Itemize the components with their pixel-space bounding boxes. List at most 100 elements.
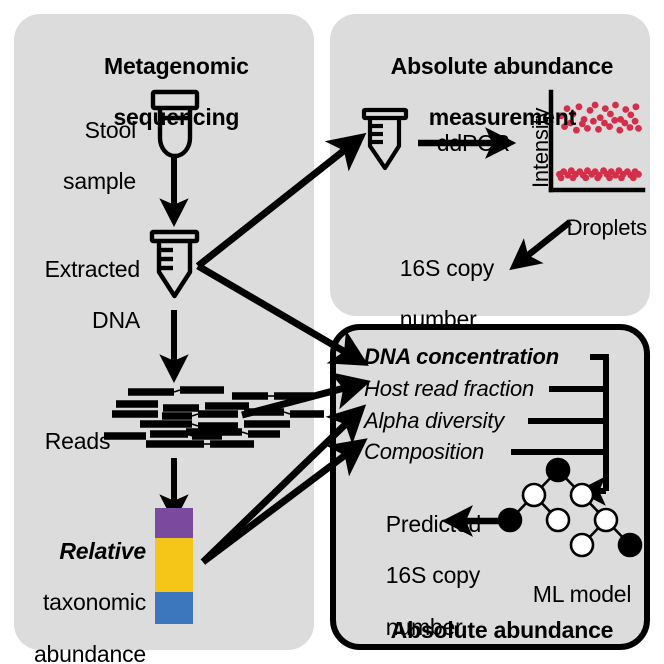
stool-sample-line2: sample [63,168,136,195]
droplet-point [563,105,571,112]
droplet-point [611,116,619,124]
droplet-point [557,174,565,182]
sequencing-reads-icon [104,386,324,448]
predicted-line1: Predicted [385,510,482,537]
sequencing-title-line2: sequencing [113,104,240,131]
copy-number-line1: 16S copy [399,254,495,281]
droplet-point [601,105,609,112]
tree-node-black [617,532,643,558]
reads-text: Reads [44,427,111,454]
droplet-point [582,174,590,182]
label-16s-copy-number: 16S copy number [375,230,525,359]
droplet-point [601,119,608,127]
droplet-point [590,117,597,125]
droplet-point [635,170,642,178]
label-reads: Reads [20,403,111,480]
droplet-point [635,124,642,132]
label-predicted-16s-copy-number: Predicted 16S copy number [361,486,521,664]
label-relative-taxonomic-abundance: Relative taxonomic abundance [6,513,146,664]
droplet-point [595,125,602,133]
read-pair-link [173,389,181,393]
label-ddpcr: ddPCR [412,105,522,182]
arrow-reads-to-host-read-fraction [241,372,371,419]
feature-composition: Composition [364,440,484,463]
measurement-title-line1: Absolute abundance [390,52,614,79]
droplet-point [596,114,604,121]
droplet-point [591,101,599,109]
stool-sample-line1: Stool [84,116,137,143]
droplet-point [606,123,613,130]
read-pair-link [241,431,249,435]
label-extracted-dna: Extracted DNA [16,231,141,360]
droplet-point [584,124,591,132]
panel-title-sequencing: Metagenomic sequencing [34,28,294,157]
read-pair-link [191,423,199,427]
droplet-plot-axes [548,89,646,193]
droplet-point [626,124,634,131]
read-pair-link [191,413,199,417]
tree-node-white [521,482,547,508]
droplet-point [629,174,637,182]
droplet-point [594,174,602,182]
ylabel-text: Intensity [528,107,553,188]
arrow-dna-to-dna-concentration [196,262,369,366]
droplet-scatter-points [556,101,642,182]
tree-node-white [545,507,571,533]
droplet-point [573,126,580,134]
abundance-segment-taxon-yellow [155,538,193,592]
extracted-dna-line2: DNA [92,307,140,334]
ddpcr-text: ddPCR [436,129,510,156]
panel-title-prediction: Absolute abundance prediction [338,592,642,664]
droplet-point [622,106,630,113]
arrow-abundance-to-composition [200,438,368,565]
droplet-point [578,120,586,128]
extracted-dna-tube-icon [149,229,200,299]
predicted-line2: 16S copy [385,562,481,589]
sequencing-title-line1: Metagenomic [103,52,249,79]
tree-node-white [593,507,619,533]
ml-model-tree-edges [509,469,631,546]
droplet-point [557,112,565,120]
label-ml-model: ML model [508,556,648,633]
feature-dna-concentration: DNA concentration [364,345,559,368]
prediction-title-line1: Absolute abundance [390,616,614,643]
droplet-point [612,101,619,109]
plot-ylabel-intensity: Intensity [528,107,553,188]
read-pair-links [173,389,291,445]
measurement-title-line2: measurement [428,104,577,131]
feature-alpha-diversity-label: Alpha diversity [364,408,505,433]
ml-model-text: ML model [532,580,632,607]
feature-host-read-fraction: Host read fraction [364,377,534,400]
droplet-point [569,110,577,118]
feature-dna-concentration-label: DNA concentration [364,344,560,369]
abundance-line2: taxonomic [42,589,146,616]
copy-number-line2: number [399,306,477,333]
relative-taxonomic-abundance-bar [155,508,193,624]
droplet-point [569,174,577,182]
read-pair-link [187,433,193,437]
droplet-point [607,110,614,118]
label-stool-sample: Stool sample [28,92,136,221]
droplet-point [616,126,624,134]
droplet-point [632,103,640,111]
abundance-line3: abundance [33,640,146,664]
panel-title-measurement: Absolute abundance measurement [340,28,640,157]
arrow-abundance-to-alpha-diversity [200,404,367,565]
droplet-point [561,123,568,130]
droplet-point [627,111,635,119]
droplet-point [575,103,583,111]
ddpcr-tube-icon [361,107,409,171]
droplet-point [618,174,625,182]
tree-node-white [569,482,595,508]
read-pair-link [283,411,291,415]
droplet-point [631,117,639,125]
feature-alpha-diversity: Alpha diversity [364,409,504,432]
droplet-point [606,174,613,182]
extracted-dna-line1: Extracted [44,255,141,282]
droplet-point [567,119,574,127]
droplet-point [621,119,629,127]
feature-connector-lines [511,354,609,506]
ml-model-tree-nodes [497,457,643,558]
